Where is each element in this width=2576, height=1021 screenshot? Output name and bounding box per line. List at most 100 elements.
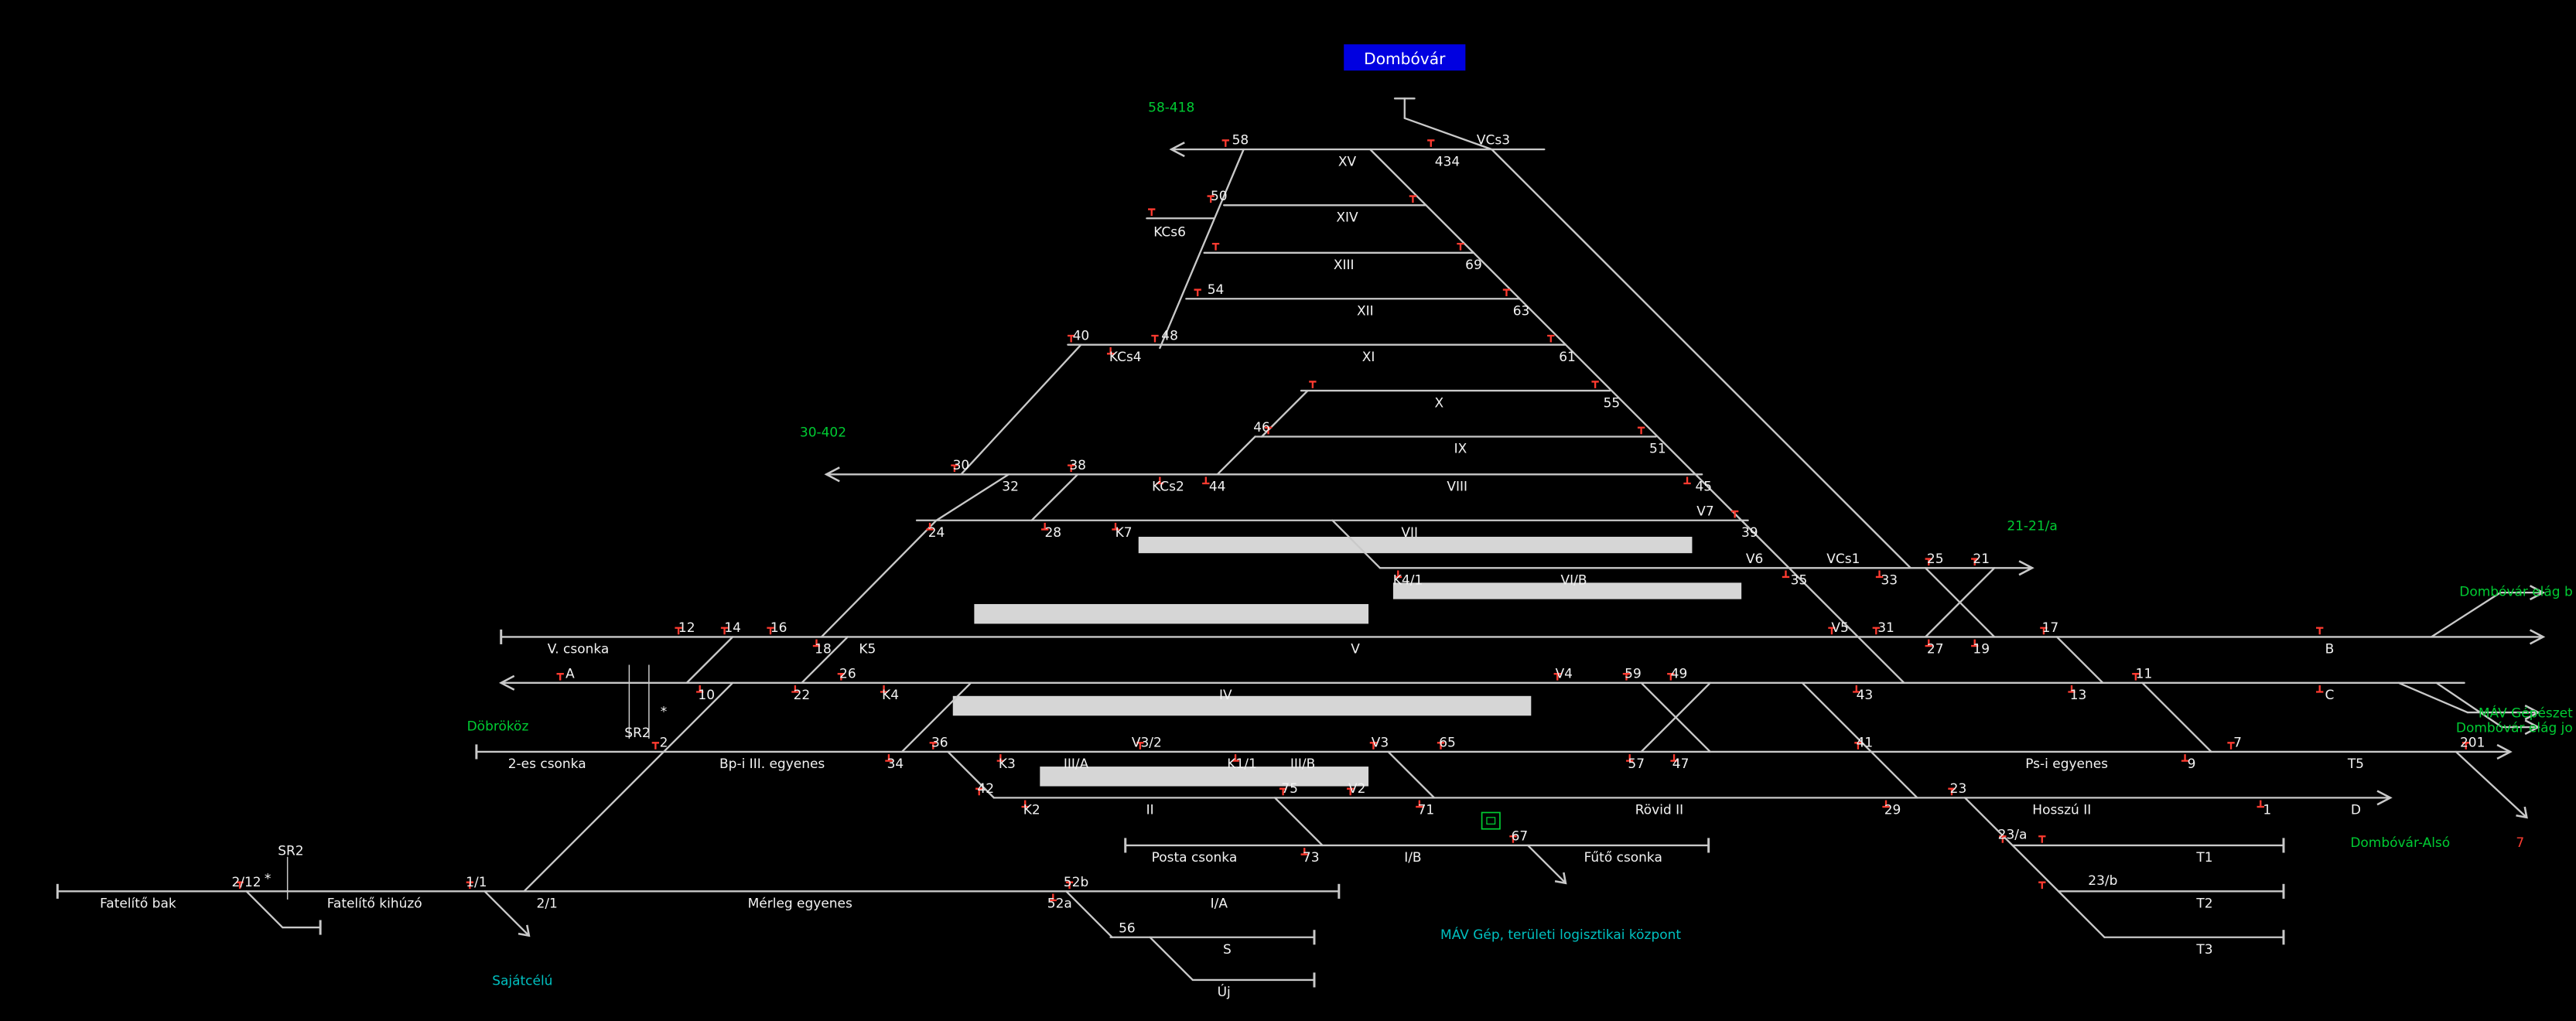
signal-icon[interactable] [1502,289,1511,297]
signal-icon[interactable] [926,522,934,531]
signal-icon[interactable] [929,742,937,750]
signal-icon[interactable] [1999,835,2007,843]
signal-icon[interactable] [466,881,474,890]
signal-icon[interactable] [1925,558,1932,566]
signal-icon[interactable] [1683,476,1691,485]
signal-icon[interactable] [1875,570,1884,579]
signal-icon[interactable] [1730,510,1739,518]
signal-icon[interactable] [675,627,682,635]
signal-icon[interactable] [1416,800,1423,808]
signal-icon[interactable] [2227,742,2235,750]
signal-icon[interactable] [1854,742,1862,750]
diagram-label: 33 [1881,573,1898,589]
diagram-label: 71 [1418,803,1435,818]
signal-icon[interactable] [791,685,799,693]
signal-icon[interactable] [1394,570,1402,579]
signal-icon[interactable] [880,685,888,693]
signal-icon[interactable] [1136,742,1144,750]
signal-icon[interactable] [1457,242,1464,251]
signal-icon[interactable] [2132,672,2140,681]
signal-icon[interactable] [556,672,564,681]
signal-icon[interactable] [1626,754,1634,762]
signal-icon[interactable] [2181,754,2189,762]
signal-icon[interactable] [236,881,244,890]
diagram-label: 7 [2516,835,2524,851]
exit-arrow-icon [2529,629,2546,645]
signal-icon[interactable] [1156,476,1164,485]
signal-icon[interactable] [1853,685,1860,693]
signal-icon[interactable] [1106,347,1115,355]
diagram-label: 7 [2233,736,2242,751]
signal-icon[interactable] [1782,570,1790,579]
signal-icon[interactable] [2316,685,2324,693]
diagram-label: IV [1219,688,1232,703]
signal-icon[interactable] [1232,754,1239,762]
signal-icon[interactable] [1194,289,1201,297]
signal-icon[interactable] [1279,787,1287,796]
signal-icon[interactable] [1221,139,1229,147]
signal-icon[interactable] [812,639,821,647]
signal-icon[interactable] [1067,334,1075,343]
signal-icon[interactable] [1041,522,1049,531]
signal-icon[interactable] [1309,381,1317,388]
signal-icon[interactable] [1409,195,1417,203]
signal-icon[interactable] [885,754,893,762]
diagram-label: VII [1401,525,1418,541]
signal-icon[interactable] [2257,800,2264,808]
signal-icon[interactable] [1882,800,1890,808]
signal-icon[interactable] [1300,848,1308,855]
signal-icon[interactable] [2462,742,2470,750]
signal-icon[interactable] [1591,381,1599,388]
signal-icon[interactable] [1067,464,1075,473]
signal-icon[interactable] [720,627,729,635]
exit-arrow-icon [2376,790,2393,806]
signal-icon[interactable] [1207,195,1215,203]
signal-icon[interactable] [1925,639,1932,647]
signal-icon[interactable] [1637,426,1645,435]
diagram-label: MÁV Gépészet [2479,704,2573,721]
diagram-label: K1/1 [1227,756,1256,772]
signal-icon[interactable] [1021,800,1029,808]
signal-icon[interactable] [1509,835,1517,843]
signal-icon[interactable] [1112,522,1119,531]
signal-icon[interactable] [1872,627,1880,635]
signal-icon[interactable] [1211,242,1220,251]
signal-icon[interactable] [1347,787,1355,796]
signal-icon[interactable] [1670,754,1678,762]
signal-icon[interactable] [1151,334,1159,343]
signal-icon[interactable] [1948,787,1956,796]
signal-icon[interactable] [975,787,983,796]
signal-icon[interactable] [2040,627,2048,635]
signal-icon[interactable] [837,672,846,681]
signal-icon[interactable] [1622,672,1631,681]
signal-icon[interactable] [1427,139,1435,147]
signal-icon[interactable] [1049,893,1057,902]
signal-icon[interactable] [2316,627,2324,635]
diagram-label: VIII [1447,480,1467,495]
signal-icon[interactable] [696,685,704,693]
diagram-label: 26 [839,666,856,681]
signal-icon[interactable] [1553,672,1561,681]
signal-icon[interactable] [2038,835,2046,843]
signal-icon[interactable] [1264,426,1273,435]
signal-icon[interactable] [651,742,660,750]
exit-arrow-icon [1169,142,1185,158]
signal-icon[interactable] [1065,881,1074,890]
signal-icon[interactable] [951,464,958,473]
signal-icon[interactable] [1547,334,1555,343]
signal-icon[interactable] [1971,558,1979,566]
platform [952,695,1532,716]
signal-icon[interactable] [1202,476,1210,485]
platform [1138,536,1693,554]
signal-icon[interactable] [1971,639,1979,647]
signal-icon[interactable] [767,627,774,635]
signal-icon[interactable] [2038,881,2046,890]
signal-icon[interactable] [1437,742,1445,750]
signal-icon[interactable] [1369,742,1378,750]
signal-icon[interactable] [2068,685,2075,693]
signal-icon[interactable] [1828,627,1836,635]
signal-icon[interactable] [1667,672,1675,681]
signal-icon[interactable] [1148,208,1156,217]
signal-icon[interactable] [996,754,1005,762]
